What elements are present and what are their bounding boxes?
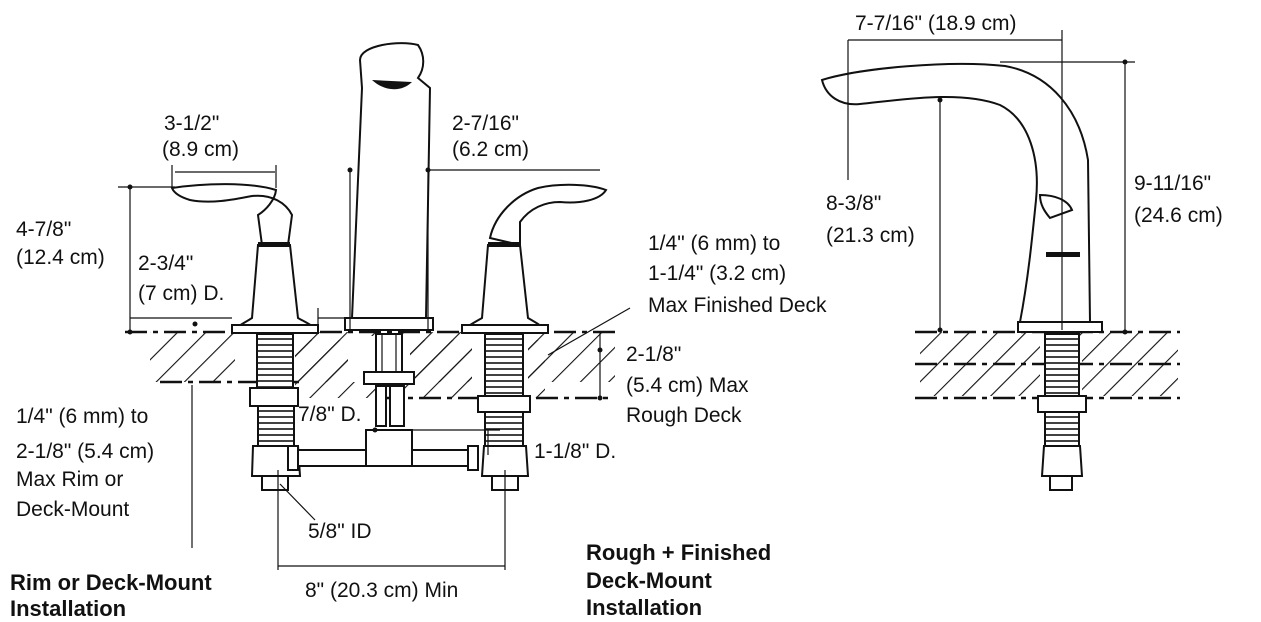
rim-label-4: Deck-Mount <box>16 498 130 521</box>
supply-hoses <box>287 429 479 471</box>
right-shank <box>477 333 531 491</box>
rough-finished-title-2: Deck-Mount <box>586 568 712 593</box>
base-diameter-cm-label: (7 cm) D. <box>138 282 225 305</box>
handle-height-cm-label: (12.4 cm) <box>16 246 105 269</box>
rough-deck-label-2: (5.4 cm) Max <box>626 374 749 397</box>
spout-reach-label: 7-7/16" (18.9 cm) <box>855 12 1017 35</box>
finished-deck-label-1: 1/4" (6 mm) to <box>648 232 781 255</box>
spout-clearance-label: 8-3/8" <box>826 192 882 215</box>
spout-width-label: 2-7/16" <box>452 112 519 135</box>
handle-width-cm-label: (8.9 cm) <box>162 138 240 161</box>
inlet-id-label: 5/8" ID <box>308 520 372 543</box>
spout <box>344 42 434 427</box>
rim-label-2: 2-1/8" (5.4 cm) <box>16 440 155 463</box>
handle-height-label: 4-7/8" <box>16 218 72 241</box>
rough-finished-title-3: Installation <box>586 595 703 620</box>
rim-mount-title-2: Installation <box>10 596 127 621</box>
rim-label-1: 1/4" (6 mm) to <box>16 405 149 428</box>
rough-finished-title-1: Rough + Finished <box>586 540 772 565</box>
spread-min-label: 8" (20.3 cm) Min <box>305 579 459 602</box>
finished-deck-label-2: 1-1/4" (3.2 cm) <box>648 262 787 285</box>
side-view-spout <box>820 62 1103 491</box>
side-dimension-lines <box>847 30 1135 335</box>
rough-deck-label-3: Rough Deck <box>626 404 742 427</box>
finished-deck-label-3: Max Finished Deck <box>648 294 827 317</box>
rough-deck-label-1: 2-1/8" <box>626 343 682 366</box>
spout-height-cm-label: (24.6 cm) <box>1134 204 1223 227</box>
left-handle <box>170 183 319 334</box>
spout-width-cm-label: (6.2 cm) <box>452 138 530 161</box>
spout-height-label: 9-11/16" <box>1134 172 1212 195</box>
spout-clearance-cm-label: (21.3 cm) <box>826 224 915 247</box>
right-handle <box>461 183 608 334</box>
rim-mount-title-1: Rim or Deck-Mount <box>10 570 212 595</box>
left-shank <box>249 333 302 491</box>
shank-diameter-label: 7/8" D. <box>298 403 362 426</box>
base-diameter-label: 2-3/4" <box>138 252 194 275</box>
rim-label-3: Max Rim or <box>16 468 124 491</box>
nut-diameter-label: 1-1/8" D. <box>534 440 617 463</box>
left-dimension-lines <box>118 165 631 570</box>
handle-width-label: 3-1/2" <box>164 112 220 135</box>
